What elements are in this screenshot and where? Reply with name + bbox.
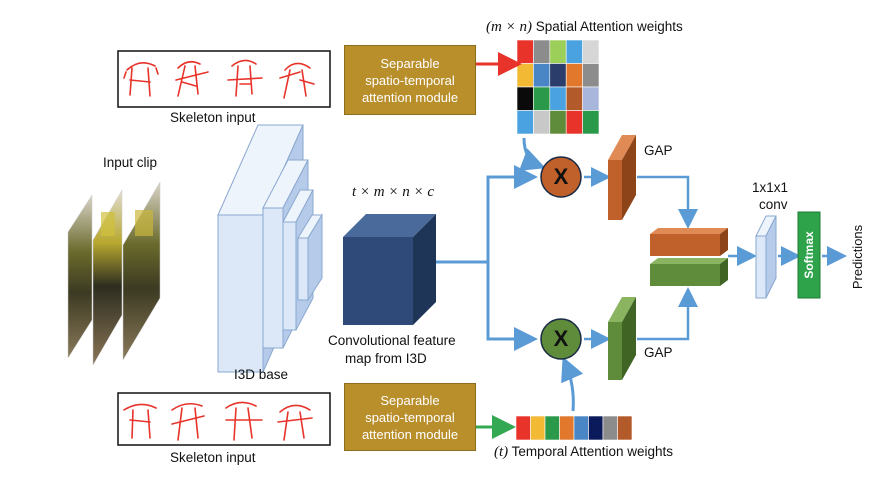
input-clip-frames bbox=[67, 181, 161, 366]
gap-block-bottom bbox=[608, 297, 636, 380]
attention-module-bottom: Separable spatio-temporal attention modu… bbox=[344, 383, 476, 451]
temporal-weight-cell bbox=[602, 415, 618, 441]
gap-bottom-label: GAP bbox=[644, 345, 673, 360]
multiply-top-label: X bbox=[553, 164, 569, 189]
softmax-block bbox=[797, 211, 821, 299]
spatial-weight-cell bbox=[533, 63, 551, 88]
temporal-weight-cell bbox=[573, 415, 589, 441]
arrow-split-to-multiply-bottom bbox=[486, 262, 538, 351]
spatial-weights-prefix: (m × n) bbox=[486, 19, 532, 35]
gap-block-top bbox=[608, 135, 636, 220]
spatial-weight-cell bbox=[516, 110, 534, 135]
concat-green bbox=[650, 258, 728, 286]
arrow-gap-top-to-concat bbox=[637, 175, 698, 229]
spatial-weight-cell bbox=[549, 110, 567, 135]
spatial-weight-cell bbox=[549, 63, 567, 88]
module-top-line2: spatio-temporal bbox=[365, 72, 455, 88]
arrow-temporal-to-multiply bbox=[561, 356, 584, 412]
temporal-weight-cell bbox=[559, 415, 575, 441]
attention-module-top: Separable spatio-temporal attention modu… bbox=[344, 45, 476, 115]
skeleton-figures-top bbox=[123, 59, 315, 99]
arrow-spatial-to-multiply bbox=[518, 137, 546, 171]
spatial-weight-cell bbox=[533, 86, 551, 111]
module-bottom-line1: Separable bbox=[380, 392, 440, 408]
temporal-weights-text: Temporal Attention weights bbox=[508, 444, 674, 459]
temporal-weight-cell bbox=[530, 415, 546, 441]
input-clip-label: Input clip bbox=[103, 155, 158, 170]
spatial-attention-grid bbox=[516, 39, 600, 135]
arrows bbox=[436, 52, 847, 439]
spatial-weight-cell bbox=[565, 86, 583, 111]
spatial-weight-cell bbox=[565, 110, 583, 135]
spatial-weight-cell bbox=[516, 39, 534, 64]
conv-label-line1: 1x1x1 bbox=[752, 180, 789, 195]
temporal-weights-prefix: (t) bbox=[494, 444, 509, 460]
spatial-weight-cell bbox=[533, 39, 551, 64]
concat-orange bbox=[650, 228, 728, 256]
skeleton-box-bottom bbox=[117, 392, 331, 446]
skeleton-input-top-label: Skeleton input bbox=[170, 110, 256, 125]
module-top-line3: attention module bbox=[361, 89, 459, 105]
multiply-circle-bottom bbox=[540, 318, 582, 360]
softmax-label: Softmax bbox=[802, 231, 816, 279]
spatial-weight-cell bbox=[582, 39, 600, 64]
predictions-label: Predictions bbox=[850, 224, 865, 290]
temporal-weight-cell bbox=[515, 415, 531, 441]
temporal-attention-bar bbox=[515, 415, 633, 441]
spatial-weights-label: (m × n) Spatial Attention weights bbox=[486, 19, 683, 36]
feature-dims-label: t × m × n × c bbox=[352, 184, 435, 200]
arrow-gap-bottom-to-concat bbox=[637, 287, 698, 341]
spatial-weight-cell bbox=[516, 63, 534, 88]
feature-map-cube bbox=[343, 214, 436, 325]
temporal-weight-cell bbox=[544, 415, 560, 441]
spatial-weight-cell bbox=[582, 63, 600, 88]
spatial-weight-cell bbox=[565, 63, 583, 88]
skeleton-box-top bbox=[117, 50, 331, 108]
spatial-weight-cell bbox=[582, 110, 600, 135]
module-bottom-line3: attention module bbox=[361, 426, 459, 442]
feature-map-label-line1: Convolutional feature bbox=[328, 333, 456, 348]
spatial-weight-cell bbox=[549, 86, 567, 111]
skeleton-figures-bottom bbox=[123, 401, 313, 441]
spatial-weight-cell bbox=[516, 86, 534, 111]
multiply-bottom-label: X bbox=[553, 326, 569, 351]
skeleton-input-bottom-label: Skeleton input bbox=[170, 450, 256, 465]
feature-map-label-line2: map from I3D bbox=[345, 351, 427, 366]
multiply-circle-top bbox=[540, 156, 582, 198]
temporal-weight-cell bbox=[588, 415, 604, 441]
i3d-base-label: I3D base bbox=[234, 367, 289, 382]
spatial-weight-cell bbox=[565, 39, 583, 64]
conv-1x1x1-block bbox=[755, 215, 777, 299]
module-top-line1: Separable bbox=[380, 55, 440, 71]
conv-label-line2: conv bbox=[759, 197, 788, 212]
temporal-weight-cell bbox=[617, 415, 633, 441]
i3d-base-blocks bbox=[217, 124, 323, 373]
module-bottom-line2: spatio-temporal bbox=[365, 409, 455, 425]
spatial-weights-text: Spatial Attention weights bbox=[531, 19, 683, 34]
spatial-weight-cell bbox=[549, 39, 567, 64]
clip-frame-3 bbox=[122, 181, 161, 361]
gap-top-label: GAP bbox=[644, 143, 673, 158]
spatial-weight-cell bbox=[582, 86, 600, 111]
spatial-weight-cell bbox=[533, 110, 551, 135]
temporal-weights-label: (t) Temporal Attention weights bbox=[494, 444, 673, 461]
clip-frame-1 bbox=[67, 194, 93, 359]
arrow-split-to-multiply-top bbox=[486, 165, 538, 262]
